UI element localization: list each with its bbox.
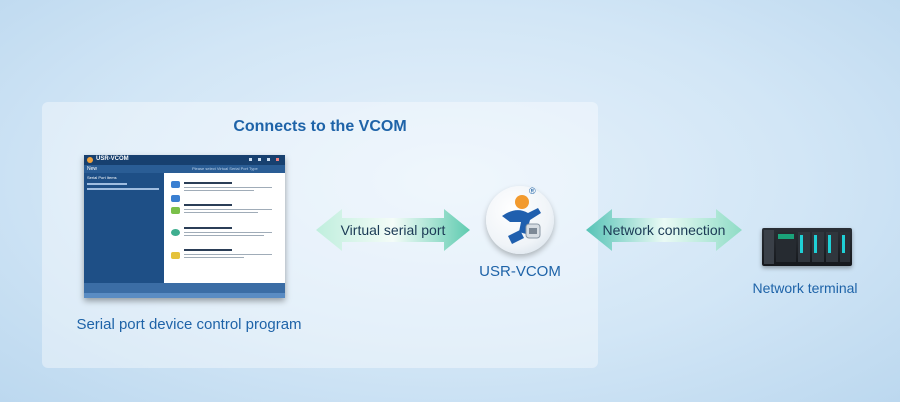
new-button: New [87,166,98,172]
row-desc [184,209,272,210]
network-connection-label: Network connection [603,222,726,238]
network-terminal-device-icon [762,228,852,266]
registered-mark: ® [529,186,536,196]
network-terminal-label: Network terminal [752,280,858,296]
row-desc [184,212,258,213]
left-right-arrow-icon [586,209,742,251]
toolbar-hint: Please select Virtual Serial Port Type [192,166,258,171]
left-right-arrow-icon [316,209,470,251]
app-window-screenshot: USR-VCOM New Please select Virtual Seria… [84,155,285,298]
app-titlebar: USR-VCOM [84,155,285,165]
status-strip [84,293,285,298]
usr-vcom-label: USR-VCOM [479,263,561,280]
sidebar-line [87,188,159,190]
row-desc [184,190,254,191]
app-logo-icon [87,157,93,163]
sidebar-title: Serial Port Items [87,175,117,180]
row-title [184,182,232,184]
row-desc [184,232,272,233]
cloud-icon [171,252,180,259]
maximize-icon [267,158,270,161]
app-main-area [164,173,285,283]
row-desc [184,257,244,258]
row-title [184,227,232,229]
row-title [184,204,232,206]
tcp-server-icon [171,181,180,188]
row-title [184,249,232,251]
usr-vcom-logo-icon [486,186,554,254]
tcp-client-icon [171,207,180,214]
udp-icon [171,229,180,236]
virtual-serial-port-label: Virtual serial port [341,222,446,238]
sidebar-line [87,183,127,185]
row-desc [184,254,272,255]
program-caption: Serial port device control program [76,316,302,333]
row-desc [184,187,272,188]
tcp-server-icon [171,195,180,202]
panel-title: Connects to the VCOM [233,118,407,135]
app-name: USR-VCOM [96,156,129,162]
close-icon [276,158,279,161]
app-sidebar: Serial Port Items [84,173,164,283]
row-desc [184,235,264,236]
minimize-icon [258,158,261,161]
app-statusbar [84,283,285,298]
settings-icon [249,158,252,161]
app-toolbar: New Please select Virtual Serial Port Ty… [84,165,285,173]
